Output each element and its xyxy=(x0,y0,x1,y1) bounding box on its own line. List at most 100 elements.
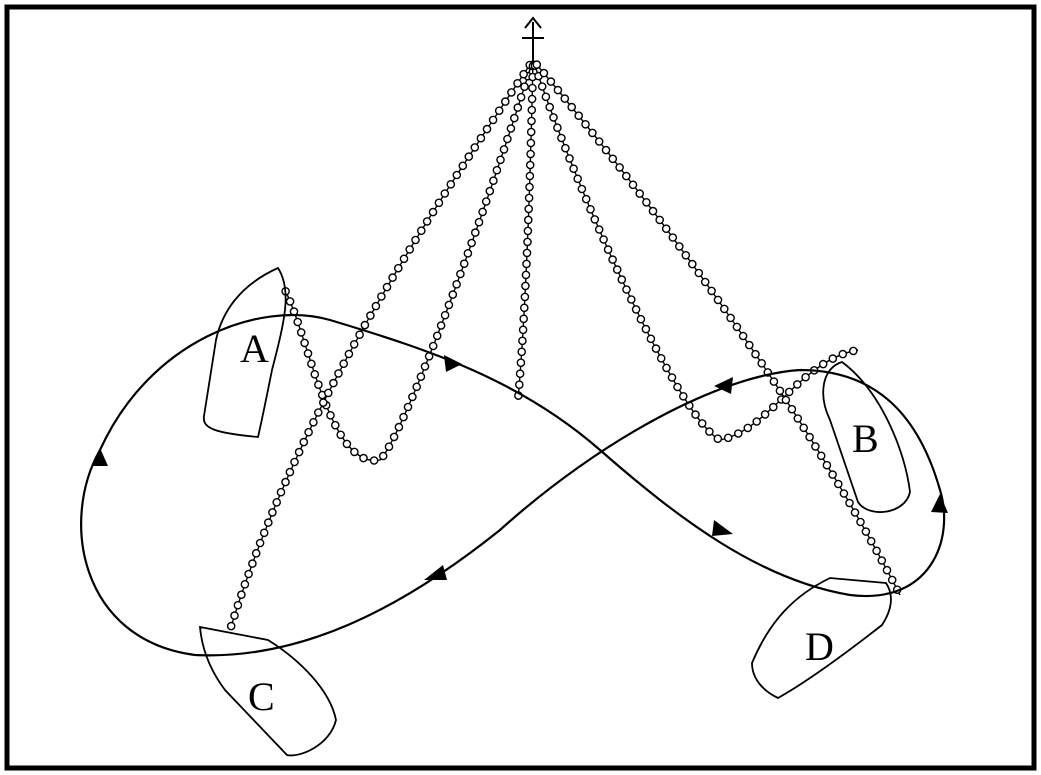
chain-link xyxy=(816,451,826,461)
chain-link xyxy=(872,546,881,556)
chain-link xyxy=(628,180,638,190)
chain-link xyxy=(594,137,604,146)
chain-link xyxy=(608,255,617,264)
chain-link xyxy=(525,160,535,170)
chain-link xyxy=(769,377,779,386)
chain-link xyxy=(636,314,646,324)
chain-link xyxy=(494,106,504,115)
chain-link xyxy=(720,304,729,314)
chain-link xyxy=(646,334,656,344)
chain-link xyxy=(805,432,814,442)
chain-link xyxy=(371,301,381,311)
chain-link xyxy=(586,204,595,214)
chain-link xyxy=(525,182,534,192)
chain-link xyxy=(349,339,359,349)
chain-link xyxy=(440,189,450,198)
chain-link xyxy=(705,427,714,436)
chain-link xyxy=(694,268,704,278)
chain-link xyxy=(272,497,282,507)
chain-link xyxy=(799,423,809,433)
chain-link xyxy=(751,349,760,359)
chain-link xyxy=(470,228,480,237)
chain-link xyxy=(233,600,243,610)
chain-link xyxy=(326,410,335,420)
chain-link xyxy=(428,341,438,351)
chain-link xyxy=(662,363,671,373)
chain-link xyxy=(590,215,600,224)
boat-trajectory xyxy=(80,313,948,657)
chain-link xyxy=(300,338,309,348)
chain-link xyxy=(752,417,762,426)
chain-link xyxy=(723,433,733,443)
chain-link xyxy=(515,369,525,379)
chain-link xyxy=(276,487,286,497)
chain-link xyxy=(452,279,461,289)
chain-link xyxy=(474,217,484,227)
chain-link xyxy=(248,559,257,568)
chain-link xyxy=(416,372,426,382)
chain-link xyxy=(627,295,636,304)
chain-link xyxy=(329,378,338,388)
chain-link xyxy=(839,489,849,498)
chain-link xyxy=(700,277,710,287)
chain-link xyxy=(339,359,349,369)
chain-links xyxy=(226,60,902,631)
boat-a-label: A xyxy=(240,326,269,371)
chain-link xyxy=(436,321,446,330)
chain-link xyxy=(296,328,306,337)
chain-link xyxy=(581,120,590,129)
chain-link xyxy=(691,410,700,419)
chain-link xyxy=(528,83,537,93)
chain-link xyxy=(537,82,547,91)
chain-link xyxy=(448,290,458,299)
chain-link xyxy=(599,235,608,244)
chain-link xyxy=(314,380,323,390)
chain-link xyxy=(389,432,399,442)
chain-link xyxy=(734,429,743,438)
chain-link xyxy=(520,303,529,313)
chain-link xyxy=(594,225,604,234)
chain-link xyxy=(513,79,522,88)
chain-link xyxy=(732,322,742,332)
chain-link xyxy=(526,127,536,137)
chain-link xyxy=(525,171,535,181)
chain-link xyxy=(861,527,871,536)
chain-link xyxy=(801,372,810,382)
chain-link xyxy=(366,311,375,320)
chain-link xyxy=(294,447,304,457)
chain-link xyxy=(526,138,536,148)
chain-link xyxy=(503,134,512,144)
direction-arrow-lower-right xyxy=(712,520,733,536)
direction-arrow-lower-center xyxy=(424,565,447,580)
chain-link xyxy=(520,82,529,91)
chain-link xyxy=(476,133,486,143)
chain-link xyxy=(382,282,392,292)
chain-link xyxy=(635,189,645,198)
chain-link xyxy=(757,358,767,368)
chain-link xyxy=(726,313,735,323)
chain-link xyxy=(446,179,456,189)
chain-link xyxy=(464,152,474,161)
chain-link xyxy=(237,590,246,600)
chain-link xyxy=(539,68,549,78)
chain-link xyxy=(492,165,502,175)
chain-link xyxy=(588,128,597,138)
chain-link xyxy=(713,295,723,305)
chain-link xyxy=(230,611,239,620)
chain-link xyxy=(399,254,409,264)
chain-link xyxy=(527,105,537,115)
chain-link xyxy=(877,556,887,565)
chain-link xyxy=(255,538,265,548)
chain-link xyxy=(313,408,323,417)
chain-link xyxy=(541,92,551,102)
chain-link xyxy=(675,242,684,251)
chain-link xyxy=(304,427,313,437)
chain-link xyxy=(411,235,420,245)
chain-link xyxy=(240,580,250,589)
chain-link xyxy=(360,320,370,330)
chain-link xyxy=(601,145,611,155)
chain-link xyxy=(521,281,530,291)
direction-arrow-left xyxy=(92,448,108,466)
chain-link xyxy=(500,97,510,106)
chain-link xyxy=(532,60,542,69)
